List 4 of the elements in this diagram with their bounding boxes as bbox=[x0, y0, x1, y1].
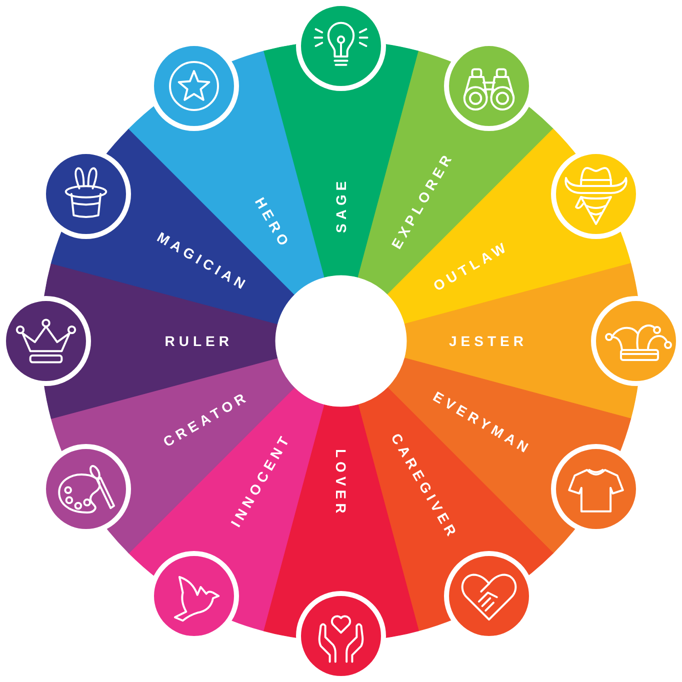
segment-label: JESTER bbox=[449, 334, 528, 348]
segment-label: LOVER bbox=[334, 449, 348, 518]
segment-label: SAGE bbox=[334, 177, 348, 233]
segment-label: RULER bbox=[164, 334, 233, 348]
